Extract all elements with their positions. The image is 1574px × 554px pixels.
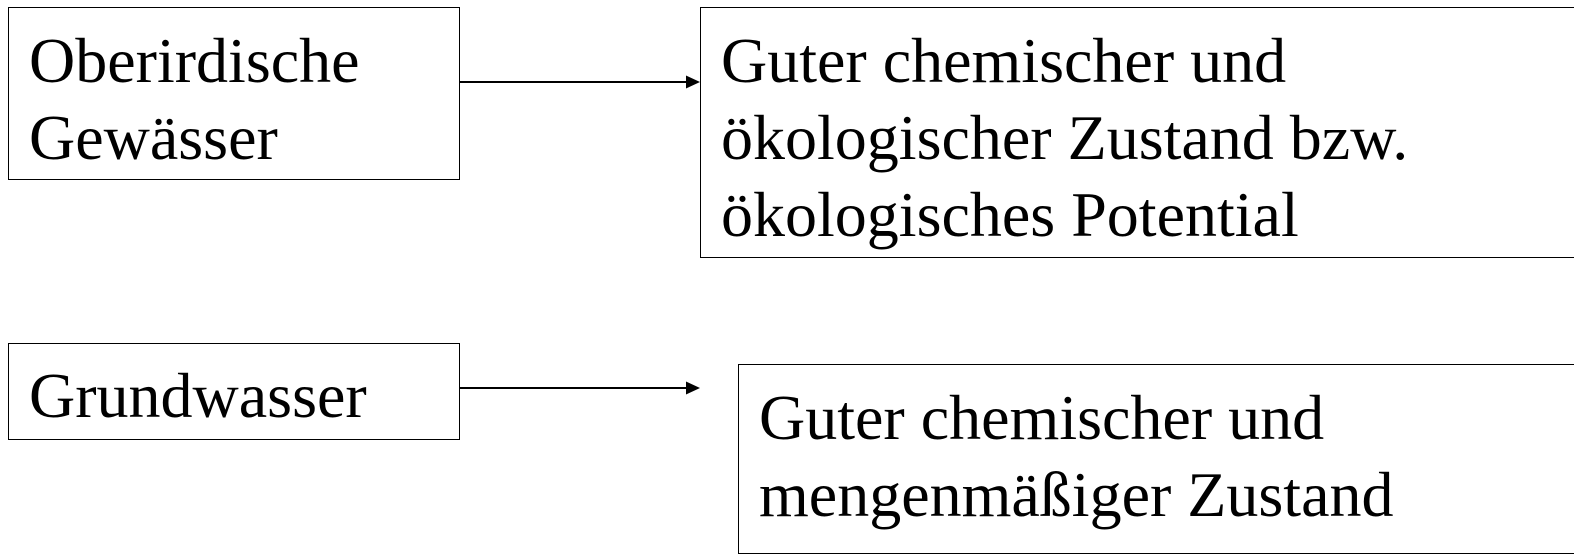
groundwater-label-line: Grundwasser [29, 360, 367, 431]
groundwater-goal-line: Guter chemischer und [759, 382, 1325, 453]
groundwater-arrow [460, 381, 700, 395]
surface-water-box: Oberirdische Gewässer [8, 7, 460, 180]
groundwater-goal-line: mengenmäßiger Zustand [759, 459, 1394, 530]
surface-water-goal-line: ökologischer Zustand bzw. [721, 102, 1409, 173]
surface-water-arrow [460, 75, 700, 89]
surface-water-goal-line: ökologisches Potential [721, 179, 1299, 250]
surface-water-label-line: Oberirdische [29, 25, 360, 96]
surface-water-goal-line: Guter chemischer und [721, 25, 1287, 96]
arrowhead-icon [686, 381, 700, 395]
arrowhead-icon [686, 75, 700, 89]
groundwater-box: Grundwasser [8, 343, 460, 440]
surface-water-label-line: Gewässer [29, 102, 278, 173]
connector-layer [460, 75, 700, 395]
groundwater-goal-box: Guter chemischer und mengenmäßiger Zusta… [738, 364, 1574, 554]
surface-water-goal-box: Guter chemischer und ökologischer Zustan… [700, 7, 1574, 258]
